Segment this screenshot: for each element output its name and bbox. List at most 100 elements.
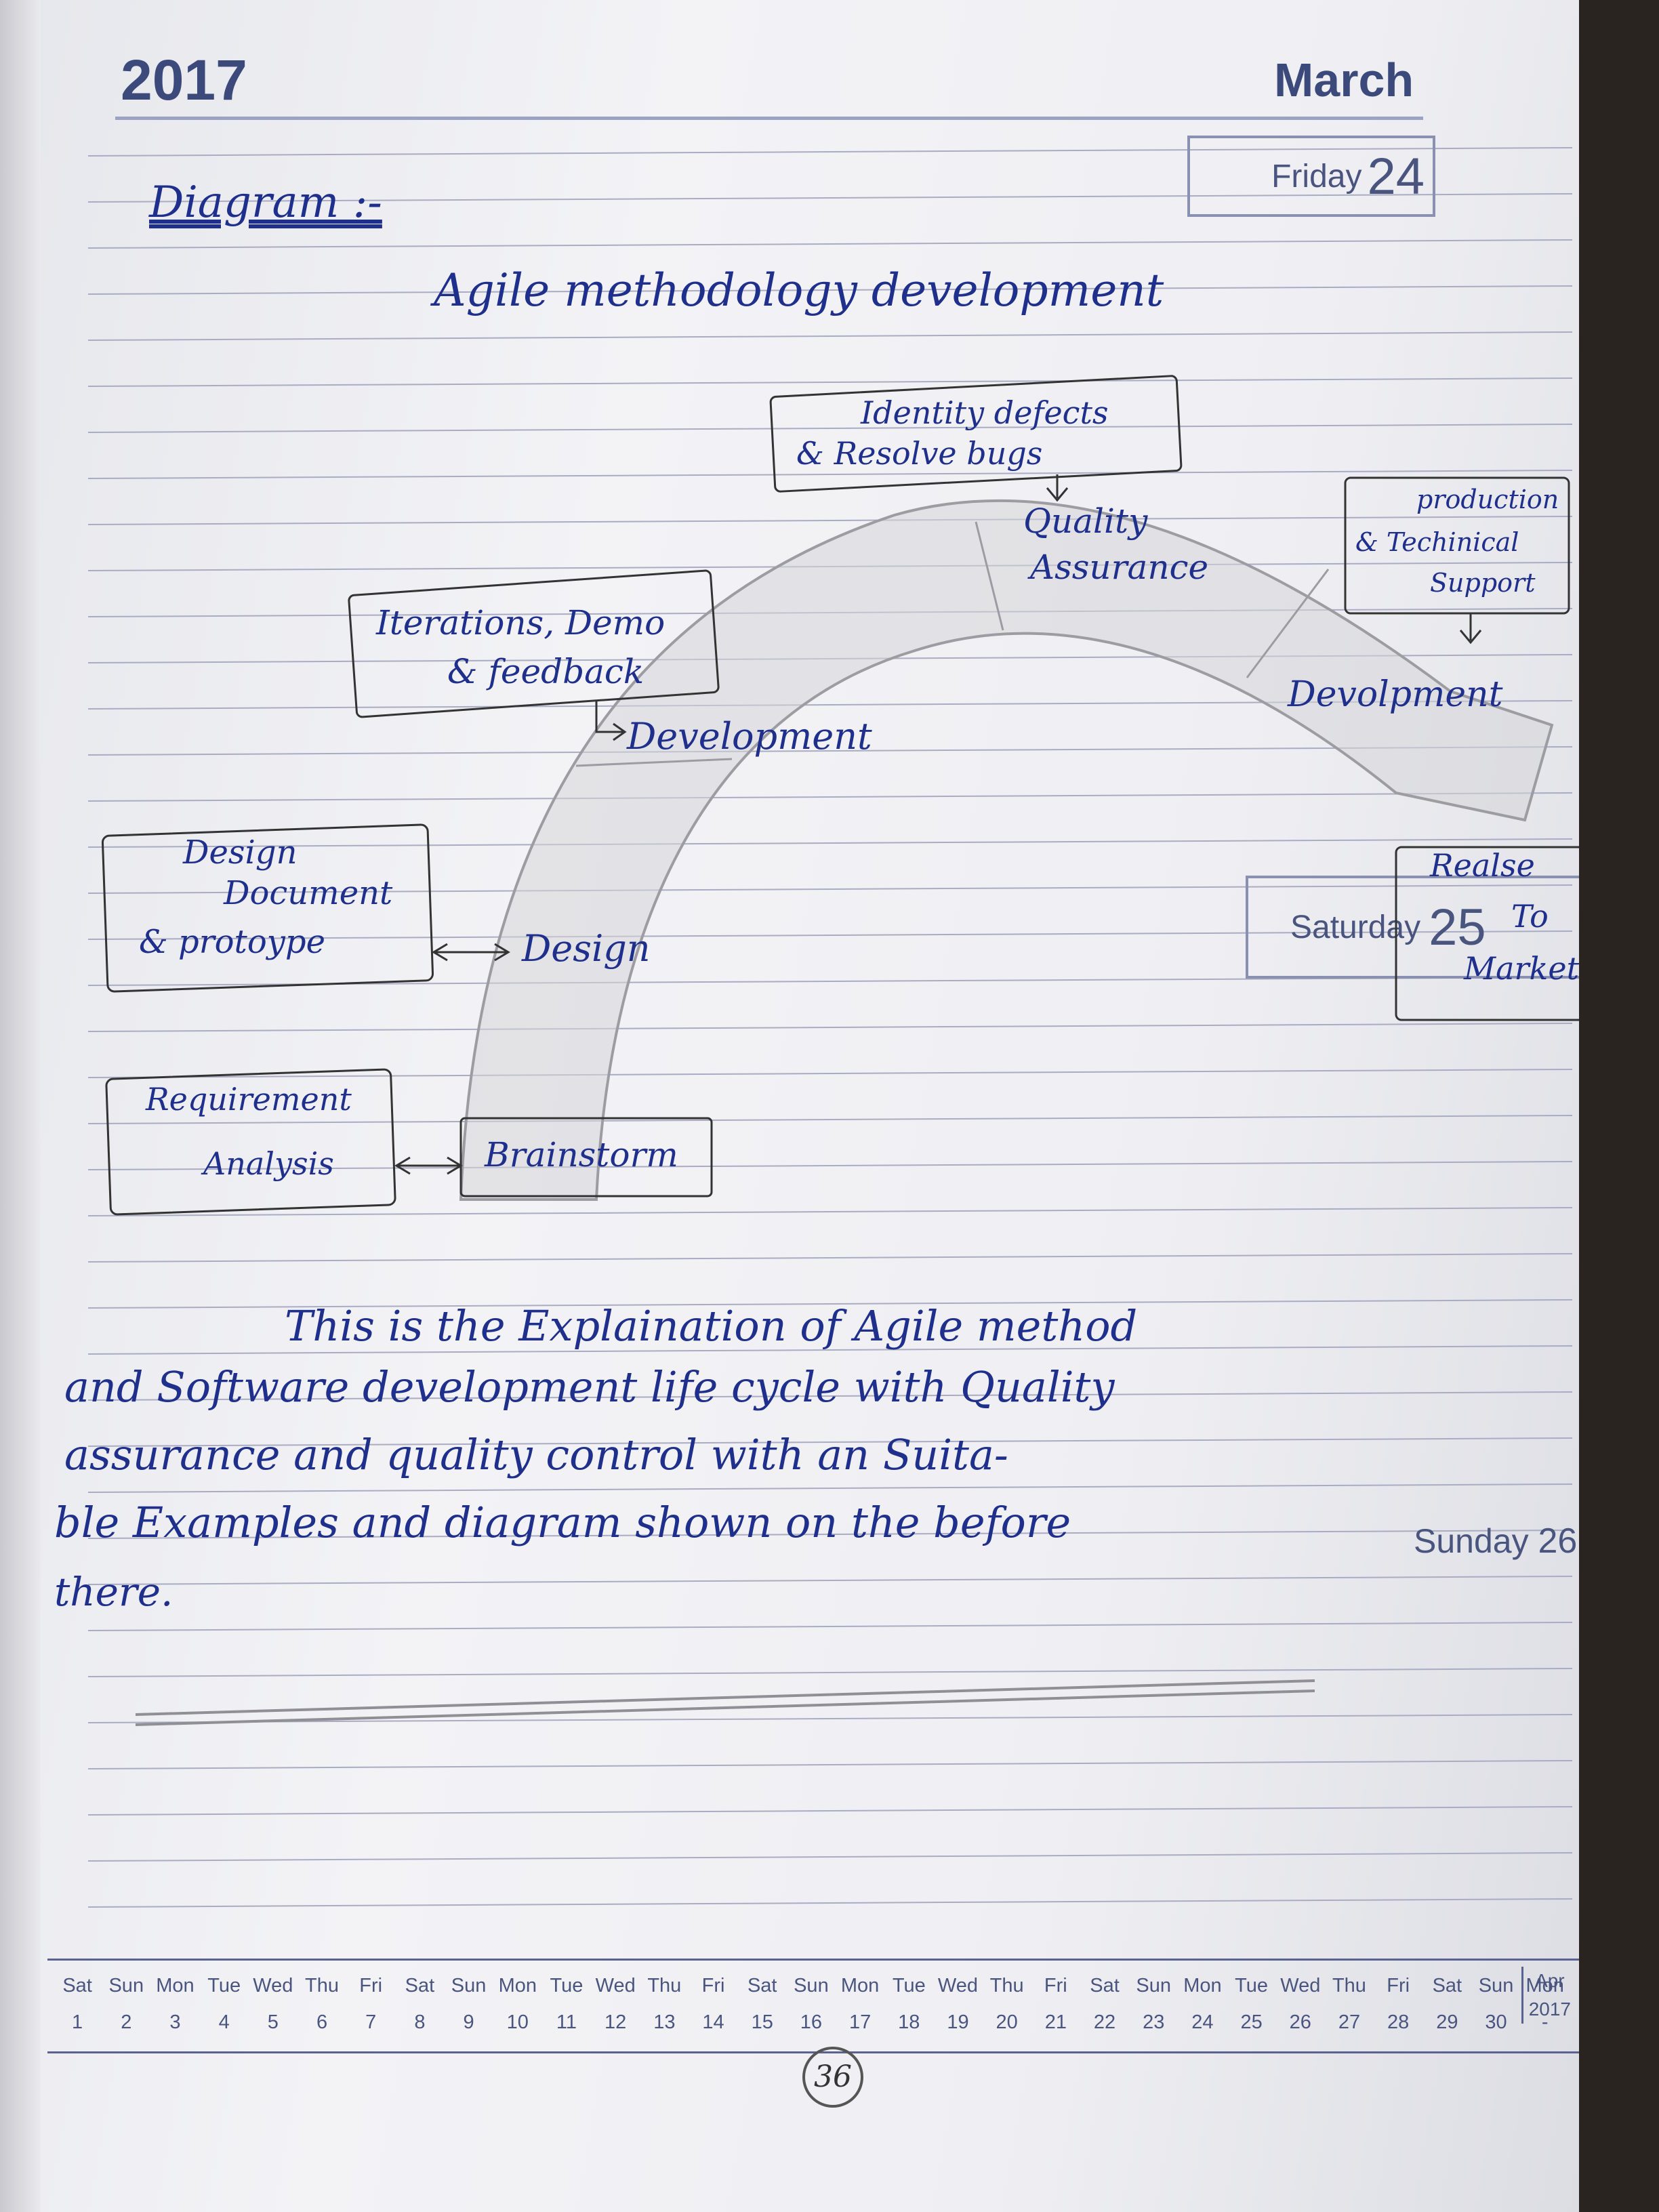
- calendar-weekday: Wed: [595, 1975, 636, 1996]
- calendar-weekday: Sat: [405, 1975, 435, 1996]
- box-release-line3: Market: [1464, 950, 1579, 987]
- calendar-date: 29: [1436, 2011, 1458, 2033]
- ruled-line: [87, 239, 1573, 249]
- calendar-next-month: Apr 2017: [1521, 1967, 1571, 2024]
- box-requirement-line1: Requirement: [146, 1081, 352, 1118]
- calendar-date: 5: [267, 2011, 279, 2033]
- box-release-line2: To: [1511, 898, 1549, 935]
- calendar-weekday: Wed: [1280, 1975, 1321, 1996]
- calendar-date: 7: [365, 2011, 377, 2033]
- calendar-date: 4: [218, 2011, 230, 2033]
- stage-design: Design: [522, 927, 651, 970]
- ruled-line: [87, 1806, 1573, 1816]
- calendar-weekday: Tue: [892, 1975, 926, 1996]
- box-design-line3: & protoype: [139, 923, 325, 961]
- ruled-line: [87, 1530, 1573, 1539]
- calendar-weekday: Fri: [1387, 1975, 1410, 1996]
- calendar-date: 22: [1093, 2011, 1116, 2033]
- box-production-line3: Support: [1430, 568, 1536, 598]
- box-production: [1344, 476, 1570, 615]
- box-iterations-line2: & feedback: [447, 652, 644, 691]
- calendar-date: 24: [1191, 2011, 1214, 2033]
- ruled-line: [87, 1023, 1573, 1032]
- box-release: [1395, 846, 1579, 1021]
- ruled-line: [87, 1115, 1573, 1124]
- calendar-date: 19: [947, 2011, 969, 2033]
- ruled-line: [87, 838, 1573, 848]
- calendar-date: 20: [996, 2011, 1018, 2033]
- paragraph-line-5: there.: [54, 1569, 173, 1615]
- ruled-line: [87, 516, 1573, 525]
- calendar-weekday: Thu: [1332, 1975, 1366, 1996]
- paragraph-line-3: assurance and quality control with an Su…: [64, 1430, 1008, 1479]
- calendar-weekday: Sun: [451, 1975, 487, 1996]
- box-brainstorm: [459, 1117, 713, 1197]
- arrow-identify: [1046, 474, 1069, 502]
- calendar-top-rule: [47, 1959, 1579, 1961]
- ruled-line: [87, 1576, 1573, 1585]
- ruled-line: [87, 1622, 1573, 1631]
- calendar-weekday: Sun: [108, 1975, 144, 1996]
- calendar-weekday: Sun: [1478, 1975, 1514, 1996]
- ruled-line: [87, 1345, 1573, 1355]
- box-design-doc: [101, 823, 434, 993]
- diagram-title: Agile methodology development: [434, 264, 1164, 316]
- calendar-date: 16: [800, 2011, 823, 2033]
- box-design-line1: Design: [183, 834, 298, 872]
- calendar-weekday: Mon: [156, 1975, 194, 1996]
- box-iterations-line1: Iterations, Demo: [376, 603, 665, 642]
- box-design-line2: Document: [224, 874, 393, 912]
- calendar-weekday: Wed: [253, 1975, 293, 1996]
- box-identify-line2: & Resolve bugs: [796, 435, 1043, 472]
- box-identify-line1: Identity defects: [861, 394, 1109, 431]
- ruled-line: [87, 746, 1573, 756]
- year-label: 2017: [121, 48, 247, 112]
- calendar-date: 2: [121, 2011, 132, 2033]
- date-box-saturday: Saturday 25: [1246, 876, 1579, 979]
- box-production-line2: & Techinical: [1355, 527, 1519, 557]
- ruled-line: [87, 792, 1573, 802]
- calendar-date: 15: [751, 2011, 773, 2033]
- calendar-weekday: Mon: [840, 1975, 880, 1996]
- calendar-weekday: Sat: [1432, 1975, 1462, 1996]
- box-requirement-line2: Analysis: [203, 1145, 334, 1182]
- paragraph-line-2: and Software development life cycle with…: [64, 1362, 1115, 1412]
- agile-diagram: [101, 375, 1579, 1726]
- calendar-date: 12: [605, 2011, 627, 2033]
- calendar-bottom-rule: [47, 2051, 1579, 2053]
- calendar-date: 1: [72, 2011, 83, 2033]
- ruled-line: [87, 1760, 1573, 1769]
- arrow-production: [1459, 613, 1482, 644]
- calendar-weekday: Fri: [1044, 1975, 1067, 1996]
- next-month-year: 2017: [1528, 1999, 1571, 2020]
- ruled-line: [87, 884, 1573, 894]
- ruled-line: [87, 1253, 1573, 1263]
- date-number: 24: [1367, 147, 1425, 205]
- calendar-weekday: Mon: [1525, 1975, 1564, 1996]
- calendar-date: 26: [1289, 2011, 1311, 2033]
- calendar-weekday: Sat: [747, 1975, 777, 1996]
- box-release-line1: Realse: [1430, 847, 1535, 884]
- date-sunday: Sunday 26: [1414, 1521, 1577, 1561]
- calendar-weekday: Sun: [794, 1975, 829, 1996]
- ruled-line: [87, 424, 1573, 433]
- paragraph-line-1: This is the Explaination of Agile method: [285, 1301, 1138, 1351]
- calendar-date: 23: [1143, 2011, 1165, 2033]
- diary-page: 2017 March Friday 24 Saturday 25 Sunday …: [0, 0, 1579, 2212]
- ruled-line: [87, 1852, 1573, 1862]
- ruled-line: [87, 1668, 1573, 1677]
- calendar-weekday: Thu: [647, 1975, 682, 1996]
- calendar-date: 27: [1338, 2011, 1361, 2033]
- stage-quality-line2: Assurance: [1030, 548, 1209, 587]
- calendar-date: -: [1541, 2011, 1549, 2033]
- calendar-date: 13: [653, 2011, 676, 2033]
- notes-heading: Diagram :-: [149, 178, 382, 228]
- calendar-date: 8: [414, 2011, 426, 2033]
- box-identify: [769, 375, 1183, 493]
- ruled-line: [87, 1207, 1573, 1216]
- calendar-weekday: Thu: [305, 1975, 340, 1996]
- date-day: Friday: [1271, 158, 1362, 194]
- box-requirement: [105, 1068, 396, 1216]
- page-number: 36: [802, 2047, 863, 2108]
